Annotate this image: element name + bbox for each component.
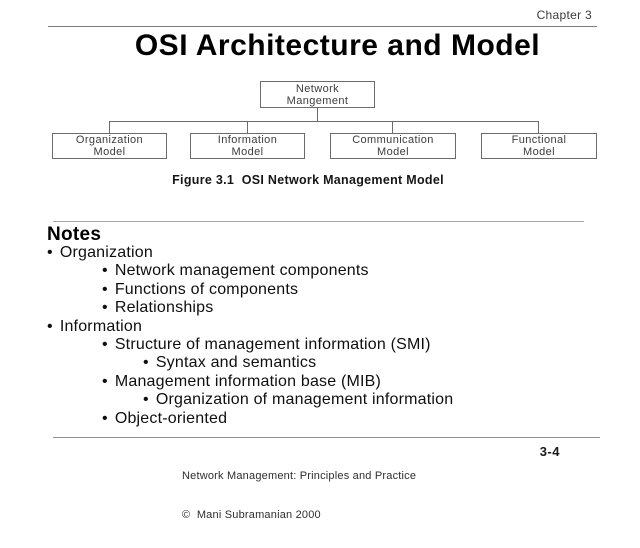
note-item: • Functions of components <box>0 281 640 299</box>
root-box-line2: Mangement <box>286 94 349 107</box>
child-box-functional-model: Functional Model <box>481 133 597 159</box>
bullet-glyph: • <box>143 391 149 409</box>
child-box-line2: Model <box>523 146 555 158</box>
note-text: Network management components <box>114 262 369 280</box>
note-text: Management information base (MIB) <box>114 372 382 390</box>
bullet-glyph: • <box>102 280 108 298</box>
note-text: Relationships <box>114 299 214 317</box>
header-rule <box>48 26 597 27</box>
child-box-line2: Model <box>377 146 409 158</box>
child-box-line1: Information <box>217 134 278 146</box>
connector-drop-functional <box>538 121 539 133</box>
notes-divider <box>53 221 584 222</box>
note-item: • Network management components <box>0 262 640 280</box>
note-item: • Organization <box>0 244 640 262</box>
chapter-label: Chapter 3 <box>536 8 592 22</box>
notes-heading: Notes <box>47 224 102 245</box>
bullet-glyph: • <box>102 299 108 317</box>
footer-credit-line1: Network Management: Principles and Pract… <box>182 470 417 482</box>
slide: Chapter 3 OSI Architecture and Model Net… <box>0 8 640 521</box>
connector-drop-communication <box>392 121 393 133</box>
child-box-line2: Model <box>231 146 264 158</box>
note-text: Information <box>59 317 143 335</box>
note-text: Object-oriented <box>114 409 228 427</box>
child-box-organization-model: Organization Model <box>52 133 167 159</box>
footer-divider <box>53 437 600 438</box>
note-item: • Syntax and semantics <box>0 354 640 372</box>
note-text: Organization <box>59 244 153 261</box>
root-box-network-management: Network Mangement <box>260 81 375 108</box>
connector-drop-information <box>247 121 248 133</box>
bullet-glyph: • <box>47 244 53 261</box>
note-item: • Structure of management information (SM… <box>0 336 640 354</box>
footer-credit-line2: © Mani Subramanian 2000 <box>182 509 321 521</box>
note-item: • Information <box>0 318 640 336</box>
note-text: Structure of management information (SMI… <box>114 336 431 354</box>
note-item: • Object-oriented <box>0 410 640 428</box>
bullet-glyph: • <box>102 409 108 427</box>
connector-root-stem <box>317 108 318 121</box>
note-text: Functions of components <box>114 280 299 298</box>
footer-credit: Network Management: Principles and Pract… <box>182 444 416 548</box>
child-box-information-model: Information Model <box>190 133 305 159</box>
note-text: Syntax and semantics <box>155 354 317 372</box>
bullet-glyph: • <box>102 336 108 354</box>
note-item: • Relationships <box>0 299 640 317</box>
note-item: • Management information base (MIB) <box>0 373 640 391</box>
notes-list: •Organization •Network management compon… <box>0 244 640 428</box>
root-box-line1: Network <box>295 82 340 95</box>
note-item: • Organization of management information <box>0 391 640 409</box>
child-box-communication-model: Communication Model <box>330 133 456 159</box>
bullet-glyph: • <box>47 317 53 335</box>
figure-caption: Figure 3.1 OSI Network Management Model <box>172 173 444 187</box>
connector-drop-organization <box>109 121 110 133</box>
bullet-glyph: • <box>102 262 108 280</box>
slide-title: OSI Architecture and Model <box>134 29 541 62</box>
note-text: Organization of management information <box>155 391 454 409</box>
child-box-line1: Functional <box>511 134 567 146</box>
child-box-line1: Communication <box>352 134 434 146</box>
child-box-line1: Organization <box>75 134 144 146</box>
connector-horizontal-bus <box>109 121 539 122</box>
page-number: 3-4 <box>539 444 560 459</box>
child-box-line2: Model <box>93 146 126 158</box>
bullet-glyph: • <box>102 372 108 390</box>
bullet-glyph: • <box>143 354 149 372</box>
